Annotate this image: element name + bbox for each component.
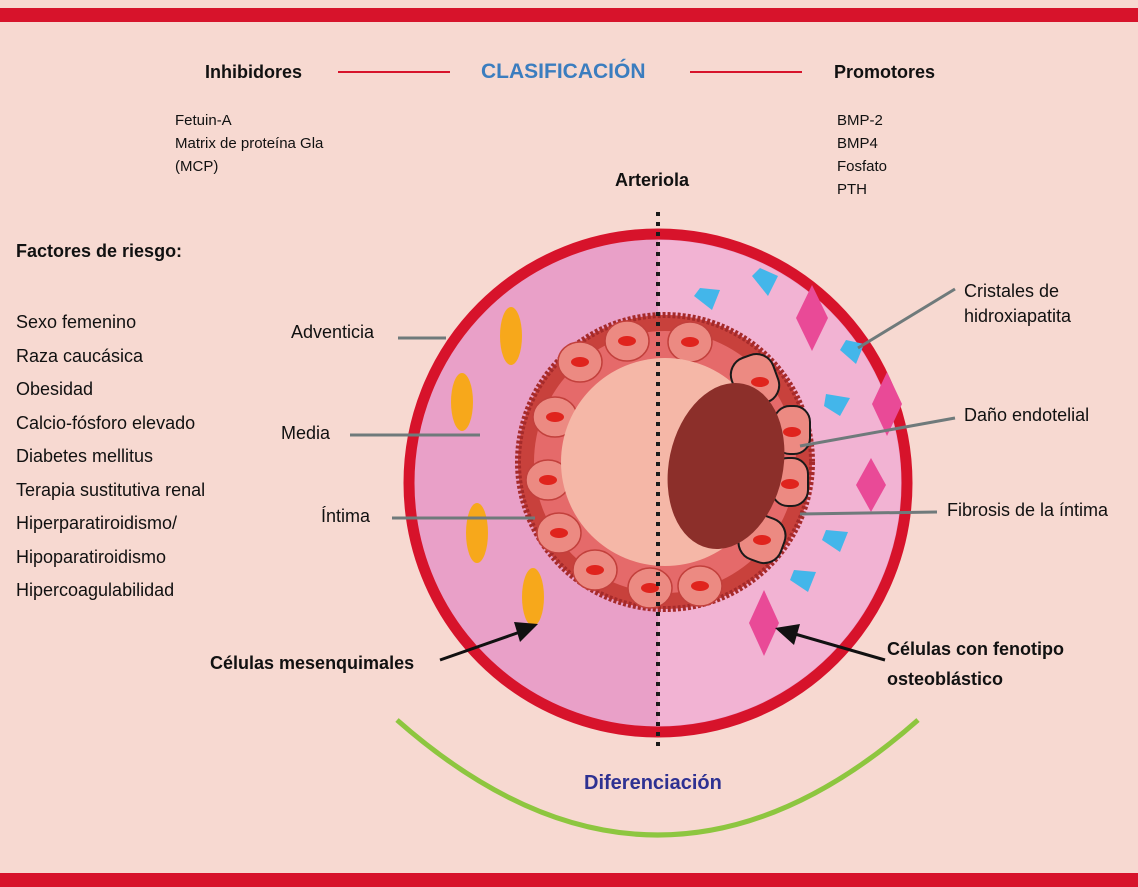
promoter-item: BMP-2 bbox=[837, 109, 887, 132]
risk-factor-item: Raza caucásica bbox=[16, 340, 205, 374]
osteoblastic-label-line2: osteoblástico bbox=[887, 664, 1064, 694]
mesenchymal-cells-label: Células mesenquimales bbox=[210, 653, 414, 674]
osteoblastic-cells-label: Células con fenotipo osteoblástico bbox=[887, 634, 1064, 694]
crystals-label-line1: Cristales de bbox=[964, 279, 1071, 304]
promoter-item: Fosfato bbox=[837, 155, 887, 178]
inhibitors-list: Fetuin-A Matrix de proteína Gla (MCP) bbox=[175, 109, 323, 178]
crystals-label: Cristales de hidroxiapatita bbox=[964, 279, 1071, 329]
inhibitors-title: Inhibidores bbox=[205, 62, 302, 83]
differentiation-label: Diferenciación bbox=[584, 772, 722, 795]
diagram-title: Arteriola bbox=[615, 170, 689, 191]
classification-title: CLASIFICACIÓN bbox=[481, 60, 646, 84]
intimal-fibrosis-label: Fibrosis de la íntima bbox=[947, 500, 1108, 521]
risk-factor-item: Terapia sustitutiva renal bbox=[16, 474, 205, 508]
risk-factor-item: Diabetes mellitus bbox=[16, 440, 205, 474]
risk-factor-item: Calcio-fósforo elevado bbox=[16, 407, 205, 441]
endothelial-damage-label: Daño endotelial bbox=[964, 405, 1089, 426]
risk-factors-title: Factores de riesgo: bbox=[16, 241, 182, 262]
osteoblastic-label-line1: Células con fenotipo bbox=[887, 634, 1064, 664]
promoter-item: PTH bbox=[837, 178, 887, 201]
media-label: Media bbox=[281, 423, 330, 444]
intima-label: Íntima bbox=[321, 506, 370, 527]
fibrosis-pointer bbox=[800, 512, 937, 514]
risk-factor-item: Hiperparatiroidismo/ bbox=[16, 507, 205, 541]
risk-factor-item: Sexo femenino bbox=[16, 306, 205, 340]
adventicia-label: Adventicia bbox=[291, 322, 374, 343]
risk-factor-item: Obesidad bbox=[16, 373, 205, 407]
inhibitor-item: (MCP) bbox=[175, 155, 323, 178]
risk-factor-item: Hipoparatiroidismo bbox=[16, 541, 205, 575]
inhibitor-item: Fetuin-A bbox=[175, 109, 323, 132]
promoters-list: BMP-2 BMP4 Fosfato PTH bbox=[837, 109, 887, 201]
inhibitor-item: Matrix de proteína Gla bbox=[175, 132, 323, 155]
crystals-label-line2: hidroxiapatita bbox=[964, 304, 1071, 329]
risk-factors-list: Sexo femenino Raza caucásica Obesidad Ca… bbox=[16, 306, 205, 608]
crystals-pointer bbox=[858, 289, 955, 348]
promoter-item: BMP4 bbox=[837, 132, 887, 155]
risk-factor-item: Hipercoagulabilidad bbox=[16, 574, 205, 608]
promoters-title: Promotores bbox=[834, 62, 935, 83]
